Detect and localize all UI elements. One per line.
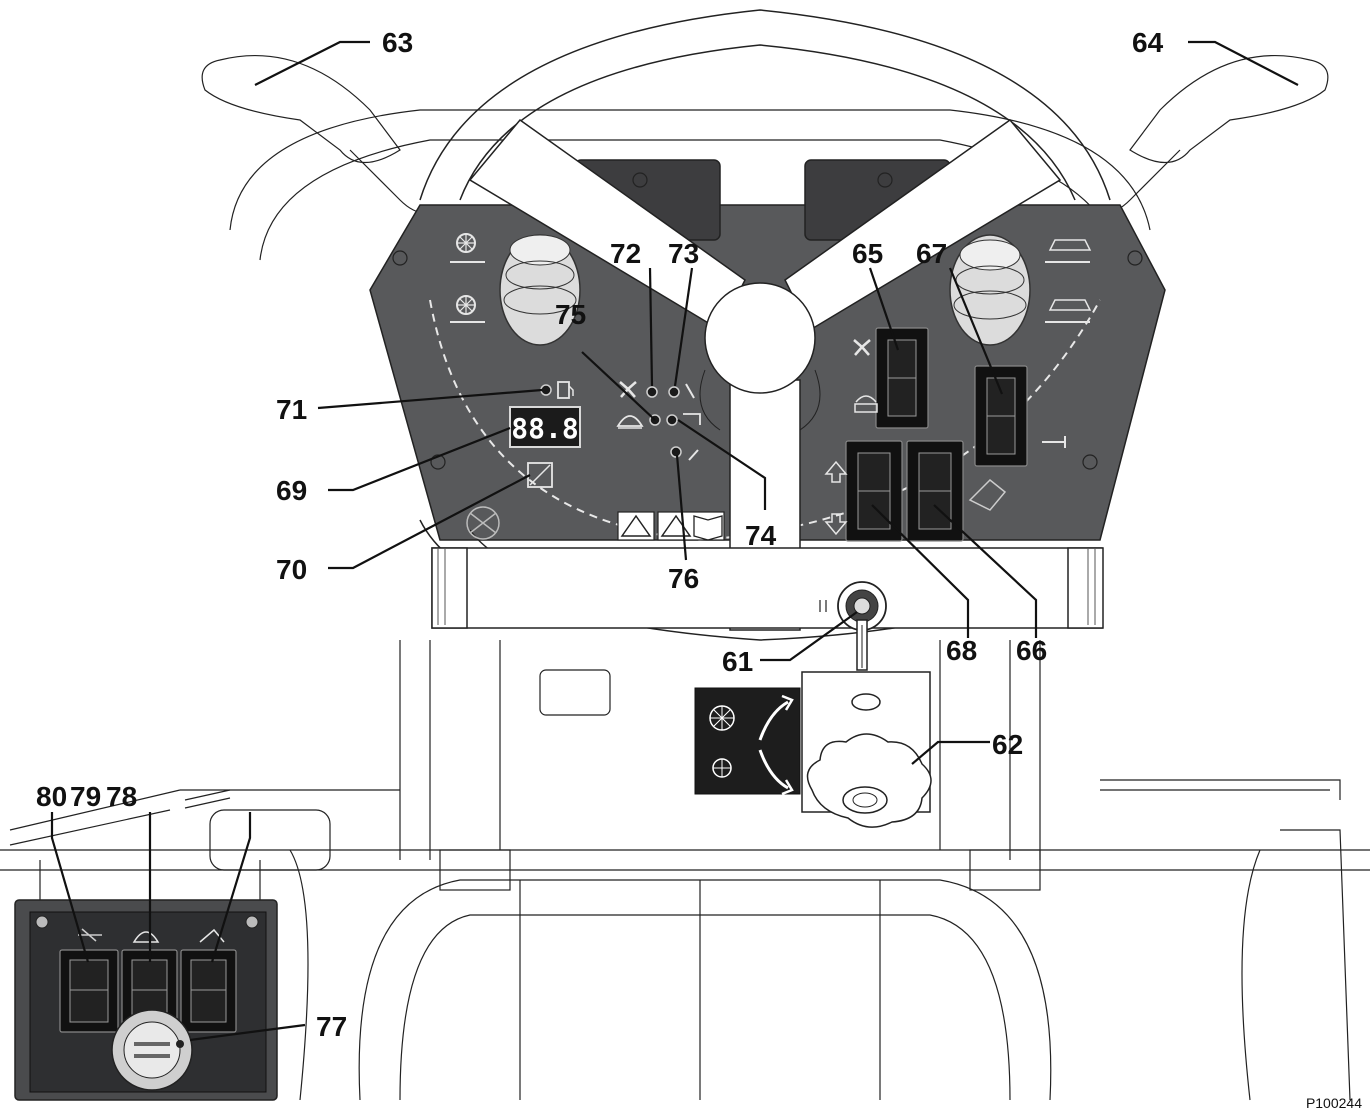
- side-brush-icon: [1042, 436, 1066, 448]
- callout-68: 68: [946, 635, 977, 666]
- aux-icon-right: [199, 928, 225, 943]
- manual-icon: [657, 511, 725, 541]
- aux-icon-left: [78, 928, 102, 942]
- knob-indicator: [851, 693, 881, 711]
- hopper-switch-66[interactable]: [906, 440, 964, 542]
- filter-icon: [685, 383, 695, 399]
- overload-led: [666, 414, 678, 426]
- filter-led: [668, 386, 680, 398]
- dust-icon: [854, 395, 878, 413]
- steering-symbol-icon: [466, 506, 500, 540]
- display-readout: 88.8: [511, 412, 578, 445]
- brush-speed-icon: [616, 415, 644, 429]
- brush-lift-switch-68[interactable]: [845, 440, 903, 542]
- aux-icon-middle: [132, 931, 160, 943]
- leader-lines: [50, 40, 1299, 1042]
- side-brush-switch-67[interactable]: [974, 365, 1028, 467]
- callout-63: 63: [382, 27, 413, 58]
- right-joystick-64[interactable]: [1089, 54, 1329, 214]
- callout-70: 70: [276, 554, 307, 585]
- callout-66: 66: [1016, 635, 1047, 666]
- callout-67: 67: [916, 238, 947, 269]
- hopper-down-icon: [1045, 299, 1092, 323]
- callout-74: 74: [745, 520, 777, 551]
- callout-73: 73: [668, 238, 699, 269]
- left-joystick-boot: [499, 234, 581, 346]
- hopper-up-icon: [1045, 239, 1092, 263]
- brush-pressure-knob[interactable]: [806, 733, 932, 828]
- right-joystick-boot: [949, 234, 1031, 346]
- aux-switch-80[interactable]: [59, 949, 119, 1033]
- callout-69: 69: [276, 475, 307, 506]
- fan-icon: [619, 381, 637, 398]
- fan-switch-65[interactable]: [875, 327, 929, 429]
- callout-75: 75: [555, 299, 586, 330]
- service-icon: [688, 449, 699, 461]
- callout-76: 76: [668, 563, 699, 594]
- fuel-icon: [557, 381, 574, 399]
- digital-display: 88.8: [509, 406, 581, 448]
- brush-pressure-decal: [694, 687, 801, 796]
- callout-62: 62: [992, 729, 1023, 760]
- overload-icon: [683, 413, 701, 425]
- fan-icon-right: [853, 339, 871, 356]
- arrow-up-icon: [824, 460, 848, 483]
- aux-switch-78[interactable]: [180, 949, 237, 1033]
- panel-symbols-left: [450, 233, 485, 323]
- brush-lowered-icon: [456, 295, 476, 315]
- emergency-stop-button-77[interactable]: [111, 1009, 193, 1091]
- fuel-indicator-led: [540, 384, 552, 396]
- figure-reference-code: P100244: [1306, 1095, 1362, 1111]
- callout-71: 71: [276, 394, 307, 425]
- fan-led: [646, 386, 658, 398]
- callout-labels: 63 64 65 67 72 73 75 71 69 70 74 76 61 6…: [36, 27, 1164, 1042]
- callout-78: 78: [106, 781, 137, 812]
- callout-80: 80: [36, 781, 67, 812]
- console-crossbar: [431, 547, 1104, 629]
- callout-79: 79: [70, 781, 101, 812]
- callout-61: 61: [722, 646, 753, 677]
- warning-icon: [617, 511, 655, 541]
- brush-icon: [456, 233, 476, 253]
- callout-65: 65: [852, 238, 883, 269]
- arrow-down-icon: [824, 513, 848, 536]
- service-led: [670, 446, 682, 458]
- callout-77: 77: [316, 1011, 347, 1042]
- left-joystick-63[interactable]: [201, 54, 441, 214]
- callout-64: 64: [1132, 27, 1164, 58]
- callout-72: 72: [610, 238, 641, 269]
- hopper-tip-icon: [968, 478, 1007, 511]
